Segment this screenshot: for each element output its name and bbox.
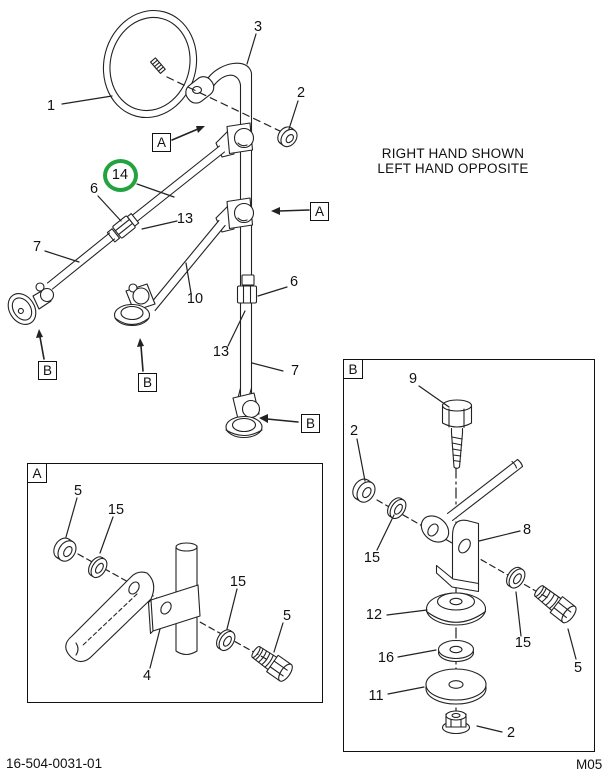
ref-box-b-left: B	[38, 361, 57, 380]
inset-a-callout-15-top: 15	[107, 501, 125, 518]
ref-box-b-mid: B	[138, 373, 157, 392]
callout-3-label: 3	[253, 18, 263, 35]
page-ref-code: M05	[576, 757, 603, 772]
figure-number: 16-504-0031-01	[6, 756, 103, 771]
upper-crossarm-drawing	[46, 145, 226, 290]
inset-b-title-box: B	[343, 359, 363, 379]
bottom-foot-drawing	[225, 387, 263, 439]
inset-a-drawing	[53, 497, 293, 682]
tube-clamp-lower-drawing	[215, 197, 255, 233]
tube-coupling-drawing	[236, 274, 258, 304]
inset-a-callout-15-right: 15	[229, 573, 247, 590]
inset-b-callout-16: 16	[377, 649, 395, 666]
inset-b-box	[343, 359, 595, 752]
callout-1-label: 1	[46, 97, 56, 114]
inset-b-callout-9: 9	[408, 370, 418, 387]
inset-b-callout-15-right: 15	[514, 634, 532, 651]
tube-clamp-upper-drawing	[215, 122, 255, 158]
ref-box-b-bottom: B	[301, 414, 320, 433]
inset-a-title-box: A	[27, 463, 47, 483]
mirror-head-drawing	[102, 9, 198, 119]
ref-box-a-left: A	[152, 133, 171, 152]
callout-7-left-label: 7	[32, 238, 42, 255]
hand-note-line1: RIGHT HAND SHOWN	[381, 146, 525, 161]
middle-foot-drawing	[113, 283, 156, 327]
main-leader-lines	[44, 33, 299, 372]
inset-b-callout-8: 8	[522, 521, 532, 538]
inset-b-callout-2-top: 2	[349, 422, 359, 439]
inset-a-callout-5-right: 5	[282, 607, 292, 624]
highlight-ellipse	[103, 159, 138, 192]
callout-13-left-label: 13	[176, 210, 194, 227]
inset-b-callout-15-left: 15	[363, 549, 381, 566]
inset-b-callout-2-bottom: 2	[506, 724, 516, 741]
callout-2-label: 2	[296, 84, 306, 101]
hand-note: RIGHT HAND SHOWN LEFT HAND OPPOSITE	[377, 146, 529, 176]
inset-b-callout-11: 11	[368, 687, 384, 704]
inset-a-callout-4: 4	[142, 667, 152, 684]
callout-14-label: 14	[111, 166, 129, 183]
inset-a-callout-5-top: 5	[73, 482, 83, 499]
inset-a-box	[27, 463, 323, 703]
inset-b-callout-5: 5	[573, 659, 583, 676]
callout-6-right-label: 6	[289, 273, 299, 290]
nut-2-drawing	[277, 126, 298, 148]
ref-box-a-right: A	[310, 202, 329, 221]
callout-6-left-label: 6	[89, 180, 99, 197]
callout-10-label: 10	[186, 290, 204, 307]
hand-note-line2: LEFT HAND OPPOSITE	[377, 161, 529, 176]
left-foot-drawing	[7, 282, 55, 325]
ref-arrows	[36, 126, 310, 423]
callout-7-bottom-label: 7	[290, 362, 300, 379]
inset-b-drawing	[352, 385, 577, 735]
inset-b-callout-12: 12	[365, 606, 383, 623]
callout-13-right-label: 13	[212, 343, 230, 360]
mirror-stud-drawing	[150, 57, 166, 74]
assembly-axis-dashed	[166, 76, 283, 133]
